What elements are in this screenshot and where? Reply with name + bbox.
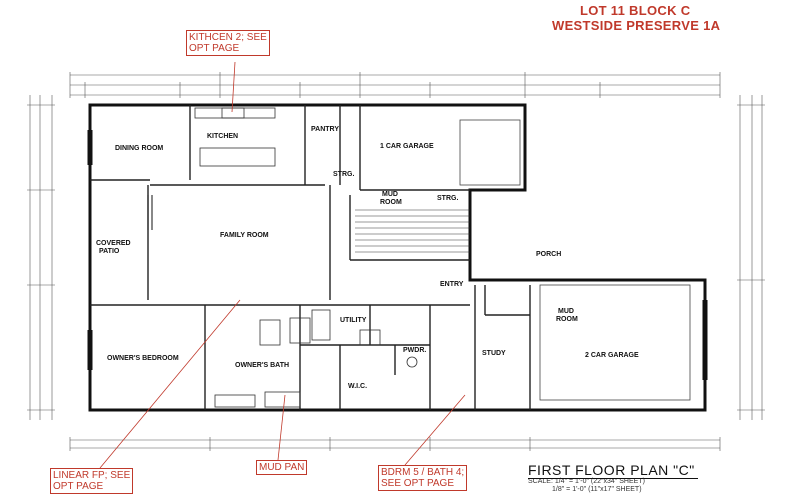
room-owners-bath: OWNER'S BATH (235, 362, 289, 369)
room-strg-2: STRG. (437, 195, 458, 202)
room-covered-patio-line1: COVERED (96, 240, 131, 247)
subdivision-line: WESTSIDE PRESERVE 1A (552, 18, 721, 33)
room-owners-bedroom: OWNER'S BEDROOM (107, 355, 179, 362)
windows (87, 130, 708, 380)
callout-leaders (99, 61, 466, 469)
scale-line-1: SCALE: 1/4" = 1'-0" (22"x34" SHEET) (528, 478, 645, 485)
room-wic: W.I.C. (348, 383, 367, 390)
room-mud-room-2-line2: ROOM (556, 316, 578, 323)
callout-kitchen-2: KITHCEN 2; SEE OPT PAGE (186, 30, 270, 56)
room-mud-room-1-line1: MUD (382, 191, 398, 198)
callout-linear-fp-line1: LINEAR FP; SEE (53, 470, 131, 481)
room-pantry: PANTRY (311, 126, 339, 133)
garage-door-outlines (459, 119, 691, 401)
room-mud-room-2-line1: MUD (558, 308, 574, 315)
callout-mud-pan-text: MUD PAN (259, 462, 305, 473)
room-strg-1: STRG. (333, 171, 354, 178)
exterior-walls (88, 103, 707, 412)
dimension-ticks (27, 72, 765, 451)
callout-bdrm5-line1: BDRM 5 / BATH 4; (381, 467, 465, 478)
room-kitchen: KITCHEN (207, 133, 238, 140)
room-porch: PORCH (536, 251, 561, 258)
lot-block-header: LOT 11 BLOCK C WESTSIDE PRESERVE 1A (552, 3, 720, 33)
callout-kitchen-2-line1: KITHCEN 2; SEE (189, 32, 267, 43)
room-entry: ENTRY (440, 281, 464, 288)
interior-walls (90, 105, 531, 410)
scale-line-2: 1/8" = 1'-0" (11"x17" SHEET) (552, 486, 642, 493)
title-underline (528, 478, 698, 479)
room-family-room: FAMILY ROOM (220, 232, 269, 239)
room-dining-room: DINING ROOM (115, 145, 163, 152)
room-two-car-garage: 2 CAR GARAGE (585, 352, 639, 359)
room-utility: UTILITY (340, 317, 367, 324)
callout-linear-fp-line2: OPT PAGE (53, 481, 104, 492)
room-covered-patio-line2: PATIO (99, 248, 120, 255)
room-mud-room-1-line2: ROOM (380, 199, 402, 206)
plan-title: FIRST FLOOR PLAN "C" (528, 462, 695, 478)
stair-treads (355, 209, 470, 253)
lot-block-line: LOT 11 BLOCK C (580, 3, 691, 18)
room-labels: DINING ROOM KITCHEN PANTRY 1 CAR GARAGE … (96, 126, 639, 390)
fixtures (194, 107, 418, 408)
callout-kitchen-2-line2: OPT PAGE (189, 43, 240, 54)
dimension-lines (29, 74, 763, 449)
room-one-car-garage: 1 CAR GARAGE (380, 143, 434, 150)
callout-linear-fp: LINEAR FP; SEE OPT PAGE (50, 468, 134, 494)
callout-bdrm5-bath4: BDRM 5 / BATH 4; SEE OPT PAGE (378, 465, 468, 491)
callout-mud-pan: MUD PAN (256, 460, 308, 475)
callout-bdrm5-line2: SEE OPT PAGE (381, 478, 454, 489)
room-pwdr: PWDR. (403, 347, 426, 354)
plan-scale: SCALE: 1/4" = 1'-0" (22"x34" SHEET) 1/8"… (528, 478, 645, 494)
room-study: STUDY (482, 350, 506, 357)
